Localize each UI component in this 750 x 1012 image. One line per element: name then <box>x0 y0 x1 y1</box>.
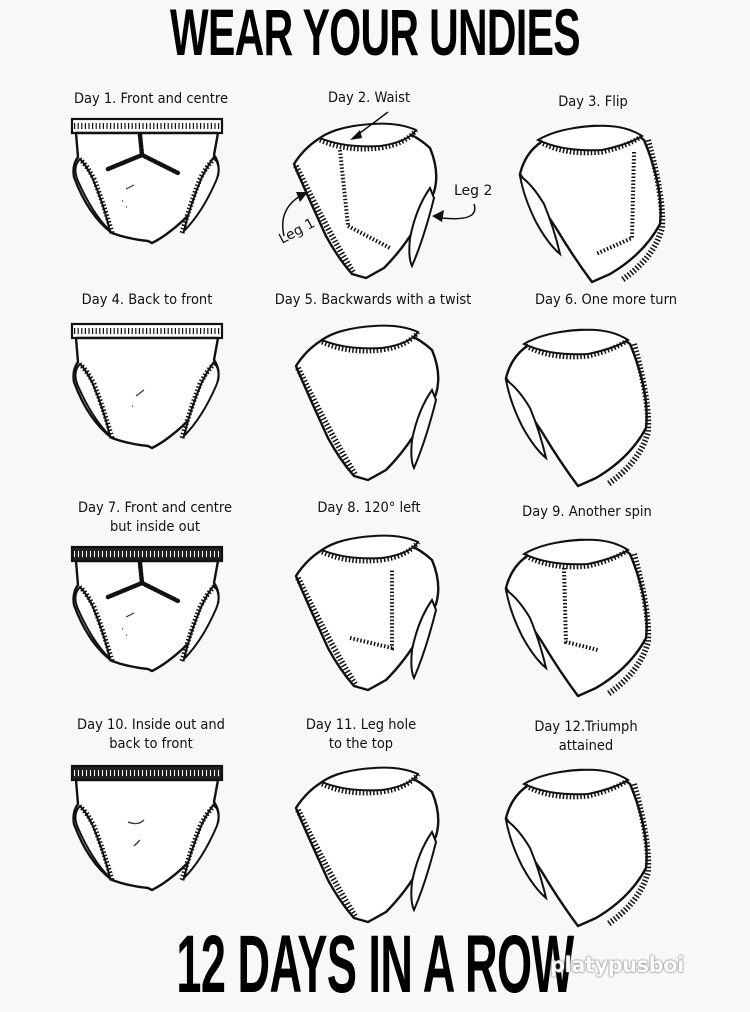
day-5-briefs-illustration <box>292 320 452 485</box>
day-4-label: Day 4. Back to front <box>81 292 213 308</box>
day-11-briefs-illustration <box>292 762 452 927</box>
day-2-label: Day 2. Waist <box>327 90 411 106</box>
day-2-panel: Day 2. Waist <box>254 89 484 108</box>
day-1-label: Day 1. Front and centre <box>73 91 229 107</box>
day-9-panel: Day 9. Another spin <box>472 503 702 522</box>
day-6-panel: Day 6. One more turn <box>491 291 721 310</box>
day-8-panel: Day 8. 120° left <box>254 499 484 518</box>
day-7-briefs-illustration <box>70 545 224 678</box>
day-7-label: Day 7. Front and centre but inside out <box>77 500 233 535</box>
day-9-briefs-illustration <box>500 532 660 702</box>
day-5-label: Day 5. Backwards with a twist <box>274 292 472 308</box>
waist-arrow-icon <box>350 130 362 140</box>
day-12-panel: Day 12.Triumph attained <box>471 718 701 756</box>
leg1-arrow-icon <box>296 192 308 202</box>
day-12-briefs-illustration <box>500 762 660 932</box>
day-10-briefs-illustration <box>70 764 224 897</box>
day-11-panel: Day 11. Leg hole to the top <box>246 716 476 754</box>
day-2-annotations: Leg 1 Leg 2 <box>276 111 492 248</box>
day-9-label: Day 9. Another spin <box>522 504 652 520</box>
day-1-briefs-illustration <box>70 117 224 250</box>
leg2-label: Leg 2 <box>454 183 492 199</box>
day-1-panel: Day 1. Front and centre <box>36 90 266 109</box>
day-3-label: Day 3. Flip <box>558 94 628 110</box>
day-10-label: Day 10. Inside out and back to front <box>77 717 225 752</box>
artist-watermark: platypusboi <box>550 953 684 977</box>
day-2-briefs-illustration <box>290 118 450 283</box>
day-8-label: Day 8. 120° left <box>317 500 421 516</box>
day-7-panel: Day 7. Front and centre but inside out <box>40 499 270 537</box>
day-11-label: Day 11. Leg hole to the top <box>305 717 417 752</box>
day-5-panel: Day 5. Backwards with a twist <box>258 291 488 310</box>
day-8-briefs-illustration <box>292 530 452 695</box>
day-12-label: Day 12.Triumph attained <box>534 719 638 754</box>
day-6-label: Day 6. One more turn <box>534 292 677 308</box>
day-3-briefs-illustration <box>514 118 674 288</box>
leg2-arrow-icon <box>432 210 444 222</box>
poster-subtitle: 12 DAYS IN A ROW <box>176 919 574 1010</box>
day-6-briefs-illustration <box>500 322 660 492</box>
day-4-panel: Day 4. Back to front <box>32 291 262 310</box>
poster-title: WEAR YOUR UNDIES <box>170 0 581 69</box>
day-3-panel: Day 3. Flip <box>478 93 708 112</box>
day-4-briefs-illustration <box>70 322 224 455</box>
day-10-panel: Day 10. Inside out and back to front <box>36 716 266 754</box>
